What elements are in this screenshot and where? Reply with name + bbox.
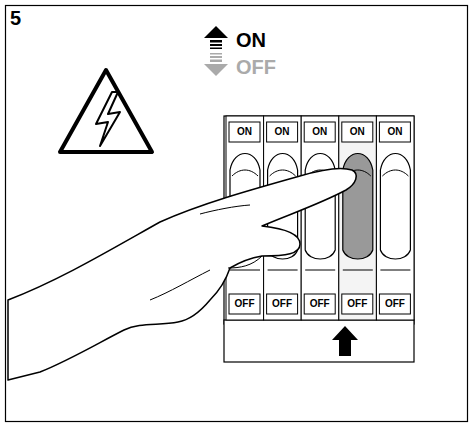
breaker xyxy=(339,116,377,320)
lever-edge xyxy=(232,170,258,176)
breaker-label: OFF xyxy=(267,299,298,309)
breaker-label: ON xyxy=(304,127,335,137)
direction-arrows xyxy=(204,26,228,76)
label-plate xyxy=(229,294,260,314)
breaker-label: ON xyxy=(267,127,298,137)
breaker-label: OFF xyxy=(379,299,410,309)
hand xyxy=(8,168,356,380)
finger-line xyxy=(150,270,210,300)
push-arrow xyxy=(332,326,358,356)
breaker-slot xyxy=(343,270,373,271)
lever-edge xyxy=(382,170,408,176)
breaker-label: OFF xyxy=(304,299,335,309)
step-number: 5 xyxy=(10,8,21,28)
frame xyxy=(6,6,468,422)
breaker-label: ON xyxy=(379,127,410,137)
breaker-slot xyxy=(268,270,298,271)
finger-line xyxy=(200,205,250,214)
breaker-label: ON xyxy=(229,127,260,137)
label-plate xyxy=(342,294,373,314)
switch-direction-label: OFF xyxy=(236,57,276,77)
breaker-slot xyxy=(305,270,335,271)
label-plate xyxy=(267,294,298,314)
label-plate xyxy=(379,294,410,314)
breaker xyxy=(376,116,414,320)
warning-symbol xyxy=(60,70,152,152)
breaker-label: ON xyxy=(342,127,373,137)
breaker-slot xyxy=(230,270,260,271)
label-plate xyxy=(267,122,298,142)
label-plate xyxy=(229,122,260,142)
label-plate xyxy=(379,122,410,142)
switch-direction-label: ON xyxy=(236,30,266,50)
label-plate xyxy=(304,122,335,142)
lever-edge xyxy=(270,170,296,176)
breaker-lever xyxy=(380,154,410,260)
label-plate xyxy=(304,294,335,314)
breaker-label: OFF xyxy=(342,299,373,309)
breaker xyxy=(301,116,339,320)
breaker-label: OFF xyxy=(229,299,260,309)
breaker-slot xyxy=(380,270,410,271)
finger-line xyxy=(228,256,262,268)
label-plate xyxy=(342,122,373,142)
